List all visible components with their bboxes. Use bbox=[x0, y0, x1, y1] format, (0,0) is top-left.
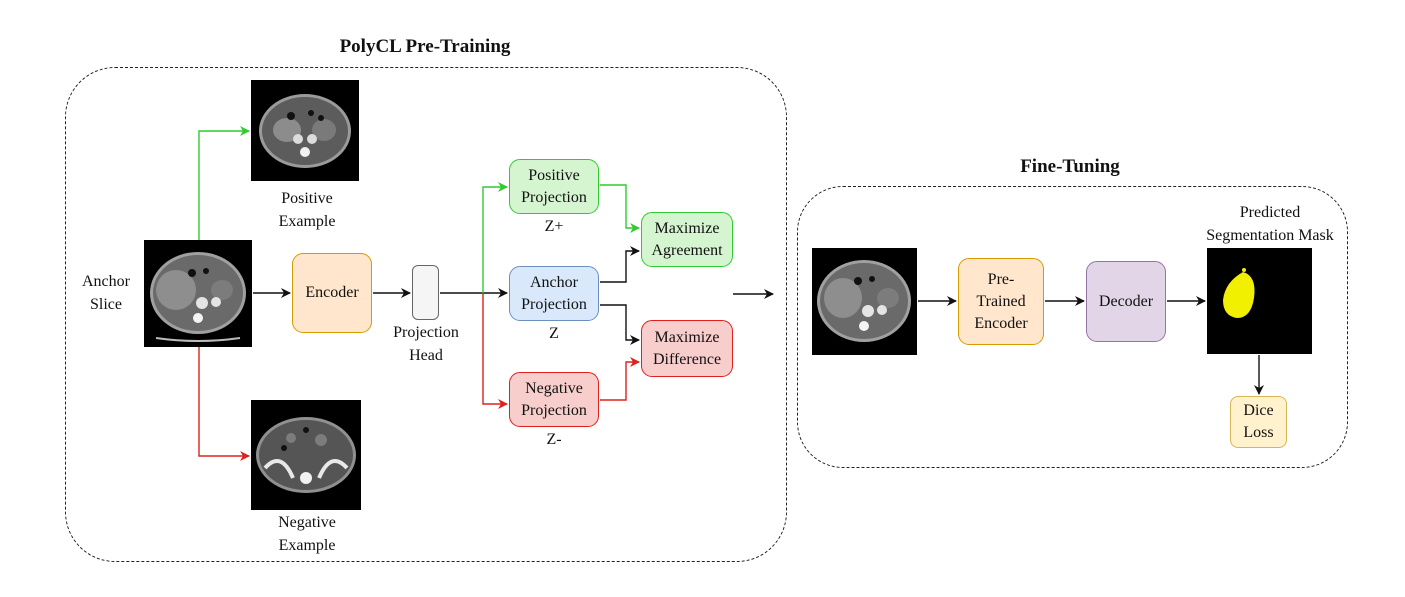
maximize-agreement-box: Maximize Agreement bbox=[641, 212, 733, 267]
positive-example-label: Positive Example bbox=[278, 190, 336, 230]
positive-example-ct-image bbox=[251, 80, 359, 181]
finetuning-title: Fine-Tuning bbox=[1020, 156, 1120, 177]
positive-projection-box: Positive Projection bbox=[509, 159, 599, 214]
encoder-label: Encoder bbox=[305, 284, 359, 301]
predicted-mask-image bbox=[1207, 248, 1312, 354]
z-label: Z bbox=[549, 325, 559, 342]
dice-loss-box: Dice Loss bbox=[1230, 396, 1287, 448]
negative-projection-box: Negative Projection bbox=[509, 372, 599, 427]
maximize-agreement-label: Maximize Agreement bbox=[651, 219, 723, 259]
anchor-to-difference-arrow bbox=[600, 304, 640, 345]
negative-projection-label: Negative Projection bbox=[521, 379, 587, 419]
z-minus-label: Z- bbox=[546, 431, 562, 448]
pretraining-title: PolyCL Pre-Training bbox=[339, 36, 511, 57]
anchor-projection-label: Anchor Projection bbox=[521, 273, 587, 313]
positive-to-agreement-arrow bbox=[600, 184, 640, 233]
anchor-slice-label: Anchor Slice bbox=[82, 273, 130, 313]
head-to-negative-projection-arrow bbox=[482, 293, 508, 409]
input-ct-image bbox=[812, 248, 917, 355]
finetuning-frame bbox=[797, 186, 1348, 468]
pretraining-frame bbox=[65, 67, 787, 562]
head-to-positive-projection-arrow bbox=[482, 182, 508, 293]
maximize-difference-label: Maximize Difference bbox=[652, 328, 722, 368]
anchor-to-positive-arrow bbox=[198, 126, 250, 240]
predicted-mask-label: Predicted Segmentation Mask bbox=[1206, 204, 1334, 244]
encoder-box: Encoder bbox=[292, 253, 372, 333]
maximize-difference-box: Maximize Difference bbox=[641, 320, 733, 377]
positive-projection-label: Positive Projection bbox=[521, 166, 587, 206]
anchor-to-negative-arrow bbox=[198, 347, 250, 461]
decoder-box: Decoder bbox=[1086, 261, 1166, 342]
pretrained-encoder-label: Pre- Trained Encoder bbox=[974, 270, 1028, 332]
negative-to-difference-arrow bbox=[600, 357, 640, 401]
negative-example-label: Negative Example bbox=[278, 514, 336, 554]
dice-loss-label: Dice Loss bbox=[1243, 402, 1274, 441]
projection-head-box bbox=[412, 265, 439, 320]
anchor-to-agreement-arrow bbox=[600, 246, 640, 283]
negative-example-ct-image bbox=[251, 400, 361, 510]
pretrained-encoder-box: Pre- Trained Encoder bbox=[958, 258, 1044, 345]
projection-head-label: Projection Head bbox=[393, 324, 459, 364]
decoder-label: Decoder bbox=[1098, 292, 1154, 310]
z-plus-label: Z+ bbox=[544, 218, 564, 235]
anchor-slice-ct-image bbox=[144, 240, 252, 347]
anchor-projection-box: Anchor Projection bbox=[509, 266, 599, 321]
